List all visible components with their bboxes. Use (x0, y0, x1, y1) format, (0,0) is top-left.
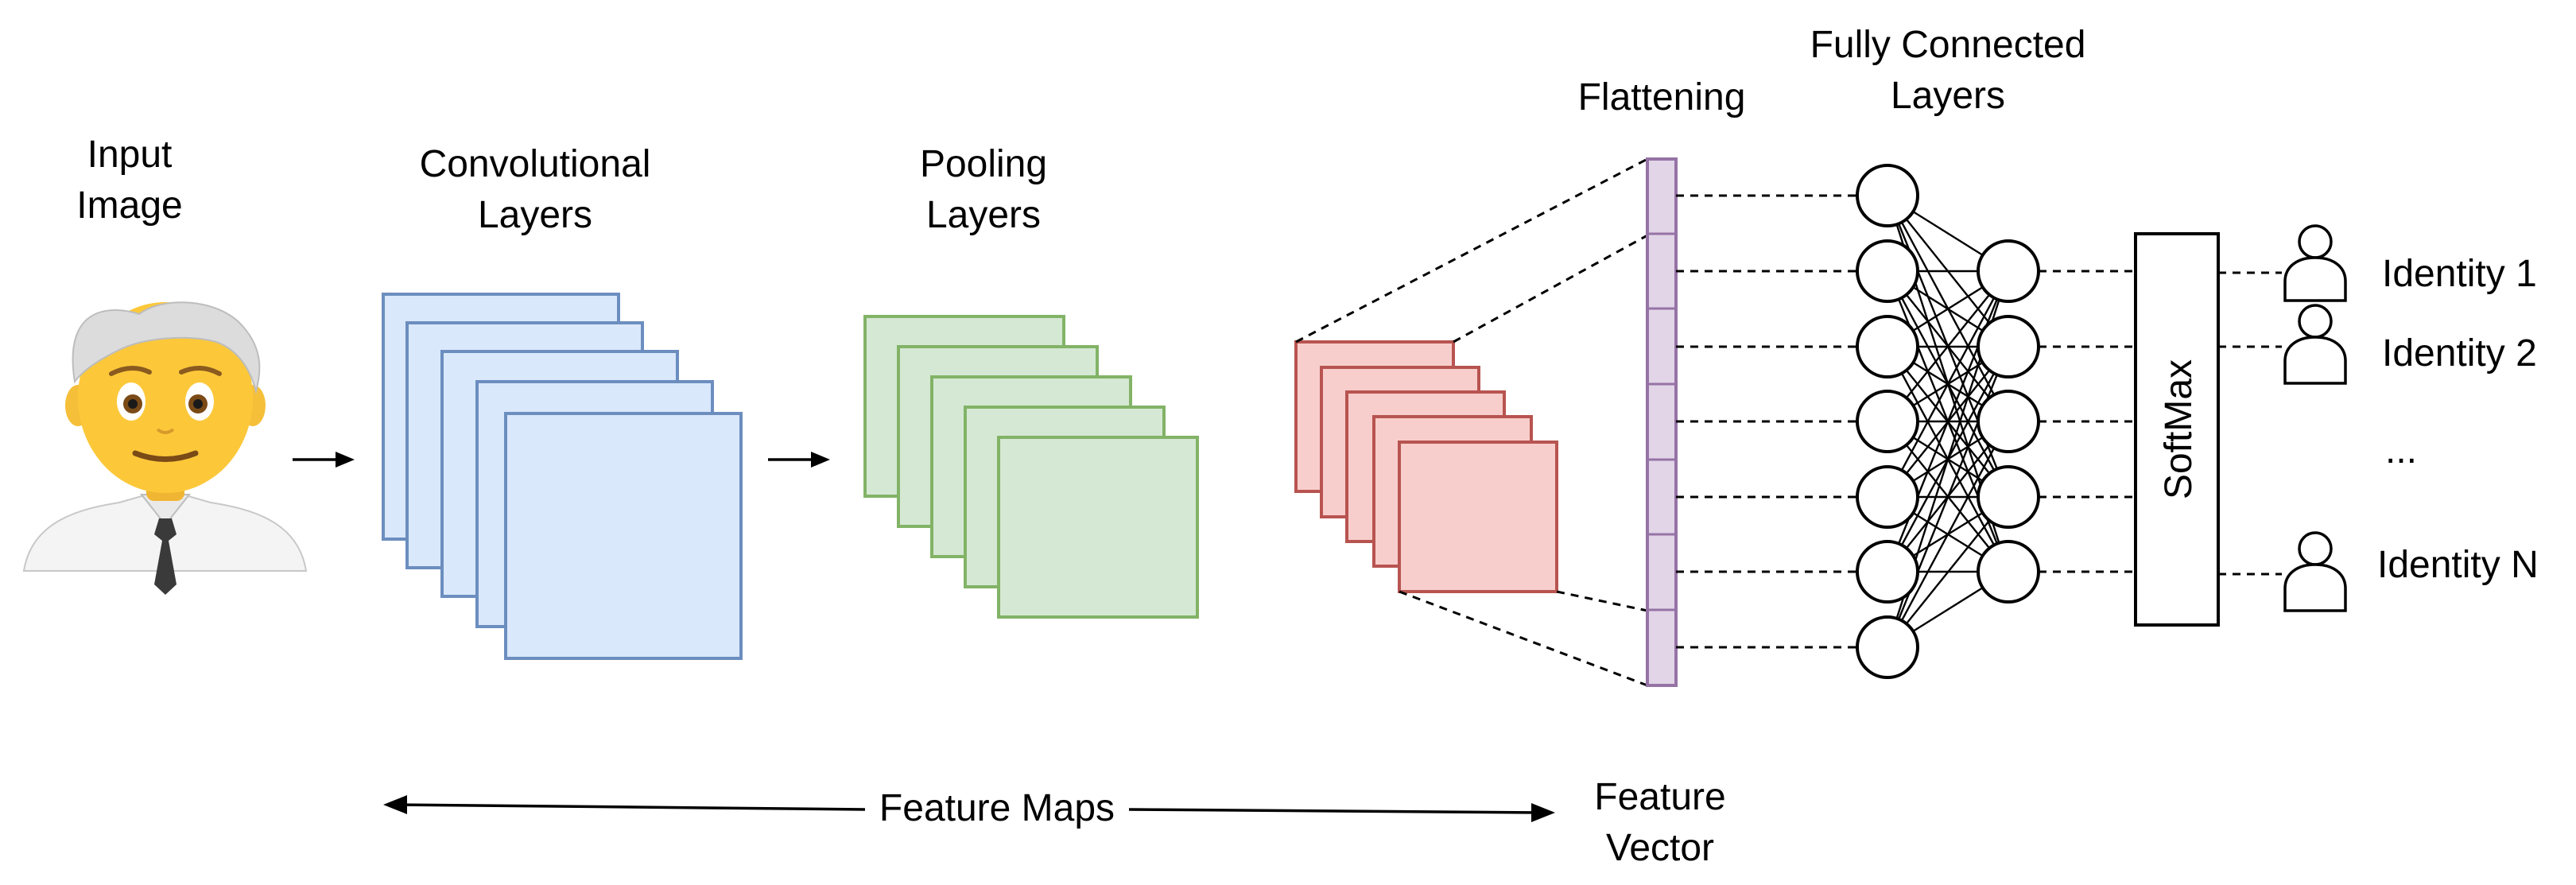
input-to-conv-arrow (293, 452, 355, 468)
identity-2-label: Identity 2 (2382, 332, 2537, 375)
fc-connection (1886, 346, 2010, 648)
conv-layers-stack (382, 293, 743, 660)
fc-layers-label-line1: Fully Connected (1810, 24, 2086, 66)
pooling-layers-stack (863, 315, 1199, 619)
fc-hidden-neuron (1977, 239, 2040, 303)
feature-vector-label-line1: Feature (1594, 776, 1725, 818)
softmax-box: SoftMax (2134, 232, 2220, 627)
fc-connection (1887, 270, 2009, 422)
feature-maps-span-arrow (383, 795, 1555, 822)
fc-to-softmax-lines (2039, 270, 2136, 573)
fc-input-neuron (1856, 540, 1919, 604)
final-feature-map (1398, 441, 1558, 593)
flattening-label: Flattening (1578, 76, 1746, 118)
fc-input-neuron (1856, 239, 1919, 303)
fc-input-neuron (1856, 615, 1919, 679)
final-feature-maps-stack (1294, 340, 1558, 593)
fc-input-neuron (1856, 164, 1919, 227)
conv-layers-label-line1: Convolutional (420, 143, 651, 185)
pooling-layers-label-line2: Layers (926, 194, 1041, 236)
fc-hidden-neuron (1977, 540, 2040, 604)
identity-n-user-icon (2283, 531, 2347, 612)
pool-feature-map (997, 436, 1199, 619)
fc-input-neuron (1856, 465, 1919, 529)
softmax-label: SoftMax (2158, 359, 2200, 499)
fc-hidden-neuron (1977, 390, 2040, 453)
softmax-to-identity-lines (2218, 271, 2282, 576)
identity-1-user-icon (2283, 224, 2347, 302)
flatten-projection-lines (1295, 157, 1648, 687)
flatten-to-fc-lines (1676, 194, 1857, 649)
fc-connection (1886, 421, 2010, 648)
conv-layers-label-line2: Layers (478, 194, 592, 236)
identity-2-user-icon (2283, 304, 2347, 385)
fc-hidden-neuron (1977, 315, 2040, 378)
identity-n-label: Identity N (2377, 544, 2539, 586)
fc-connection (1887, 496, 2009, 648)
fc-hidden-neuron (1977, 465, 2040, 529)
flattened-vector (1646, 157, 1678, 687)
input-image-label-line2: Image (76, 184, 182, 227)
fc-connection (1886, 270, 2010, 498)
fc-connection (1886, 270, 2010, 573)
input-person-icon (22, 301, 308, 595)
fc-input-neuron (1856, 390, 1919, 453)
feature-maps-label: Feature Maps (879, 787, 1115, 829)
identity-ellipsis: ... (2385, 429, 2417, 472)
fc-layers-label-line2: Layers (1891, 75, 2005, 117)
conv-feature-map (504, 412, 743, 660)
conv-to-pool-arrow (768, 452, 830, 468)
pooling-layers-label-line1: Pooling (920, 143, 1047, 185)
input-image-label-line1: Input (87, 134, 173, 176)
feature-vector-label-line2: Vector (1606, 827, 1714, 869)
identity-1-label: Identity 1 (2382, 253, 2537, 295)
fc-input-neuron (1856, 315, 1919, 378)
